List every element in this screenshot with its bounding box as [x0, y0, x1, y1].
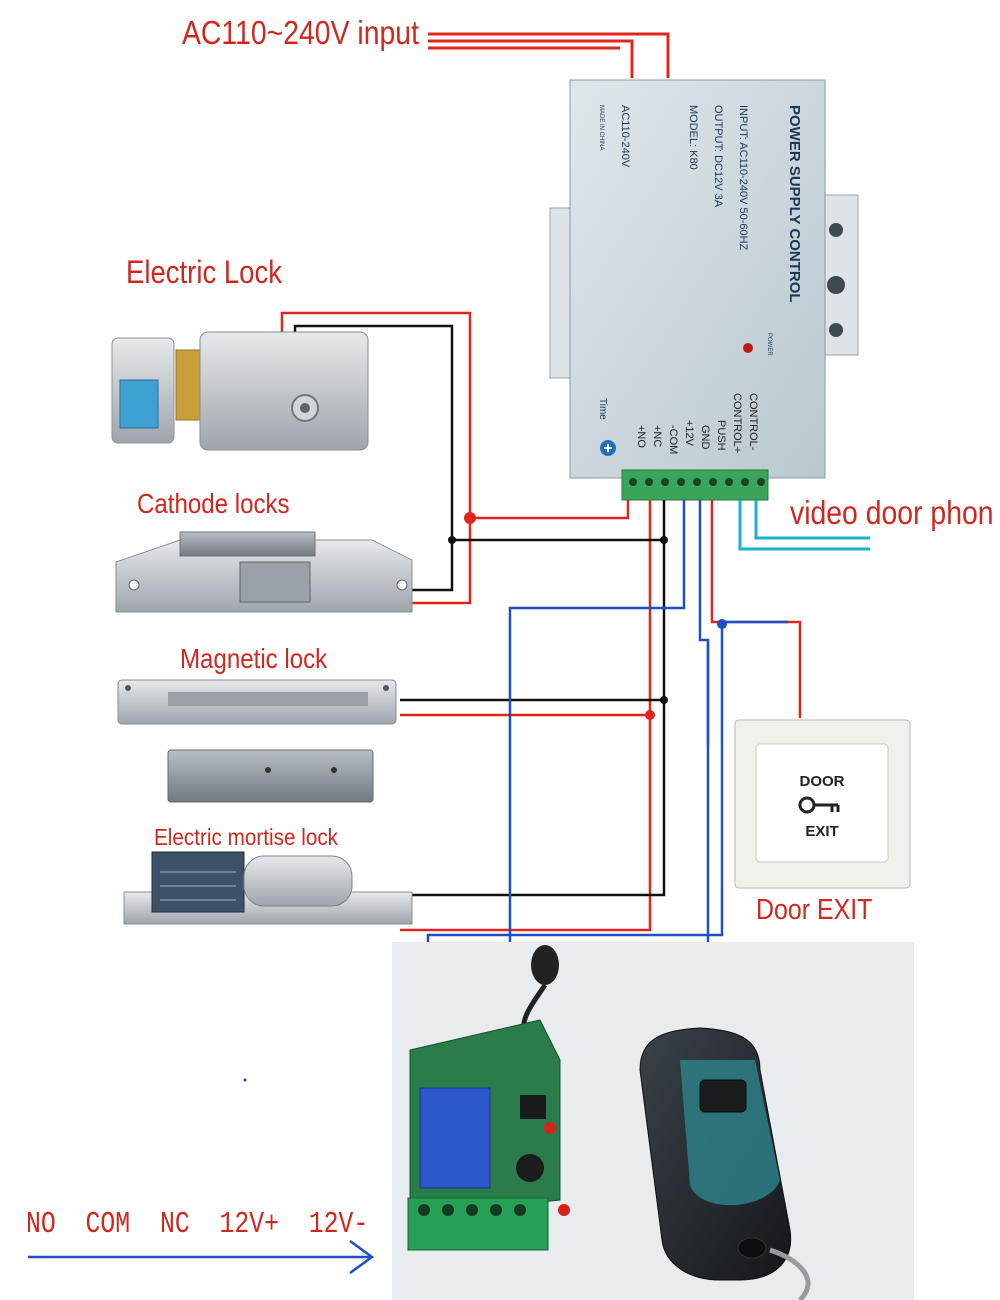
ps-input-spec: INPUT: AC110-240V 50-60HZ	[737, 105, 749, 251]
ps-output-spec: OUTPUT: DC12V 3A	[712, 105, 724, 208]
door-exit-label: Door EXIT	[756, 894, 873, 926]
video-door-phone-wires	[738, 500, 870, 551]
ps-time-label: Time	[597, 398, 608, 420]
electric-mortise-lock-image	[123, 851, 413, 925]
relay-board-photo	[392, 942, 914, 1300]
terminal-label-gnd: GND	[699, 425, 711, 450]
terminal-label-com: -COM	[667, 425, 679, 454]
exit-button-line1: DOOR	[800, 773, 845, 790]
ps-model: MODEL: K80	[687, 105, 699, 170]
remote-control[interactable]	[639, 1027, 811, 1300]
cathode-lock-image	[115, 531, 413, 613]
exit-button-line2: EXIT	[805, 823, 838, 840]
cathode-locks-label: Cathode locks	[137, 488, 290, 519]
electric-lock-label: Electric Lock	[126, 254, 282, 290]
ps-title: POWER SUPPLY CONTROL	[786, 105, 803, 303]
power-led	[743, 343, 753, 353]
terminal-label-control-minus: CONTROL-	[747, 393, 759, 451]
ps-made-in: MADE IN CHINA	[598, 105, 604, 150]
power-supply-box: POWER SUPPLY CONTROL INPUT: AC110-240V 5…	[549, 79, 859, 501]
remote-button[interactable]	[699, 1079, 747, 1113]
ps-voltage: AC110-240V	[619, 105, 631, 168]
electric-mortise-lock-label: Electric mortise lock	[154, 824, 339, 850]
terminal-label-nc: +NC	[651, 425, 663, 447]
ac-input-label: AC110~240V input	[182, 14, 419, 51]
relay-pins-label: NO COM NC 12V+ 12V-	[26, 1207, 369, 1242]
ac-input-wires	[428, 32, 670, 78]
key-icon	[798, 796, 840, 814]
electric-lock-image	[111, 331, 369, 451]
magnetic-lock-image	[117, 679, 397, 803]
terminal-label-control-plus: CONTROL+	[731, 393, 743, 453]
terminal-label-push: PUSH	[715, 420, 727, 451]
magnetic-lock-label: Magnetic lock	[180, 643, 328, 674]
door-exit-button[interactable]: DOOR EXIT	[734, 719, 911, 889]
terminal-label-no: +NO	[635, 425, 647, 448]
video-door-phone-label: video door phon	[790, 494, 994, 531]
ps-power-label: POWER	[766, 333, 772, 356]
junction-dots	[448, 512, 727, 720]
terminal-label-12v: +12V	[683, 420, 695, 447]
